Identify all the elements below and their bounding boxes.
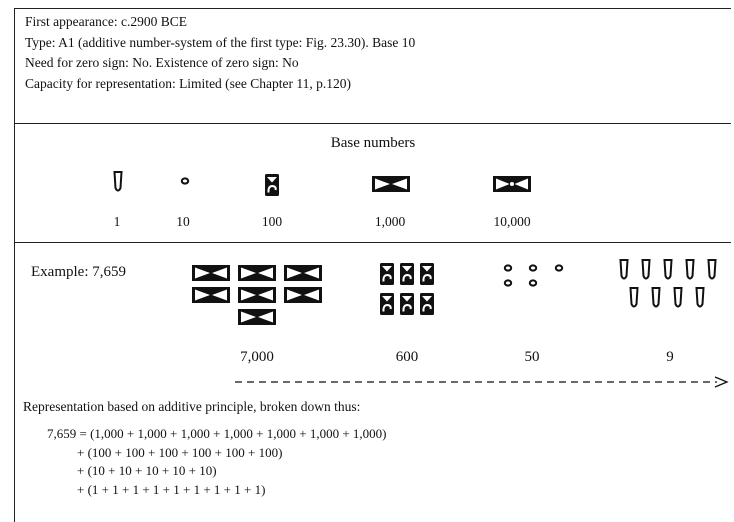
representation-intro: Representation based on additive princip… bbox=[23, 399, 361, 414]
base-value-label: 1 bbox=[113, 214, 121, 229]
breakdown-line: + (1 + 1 + 1 + 1 + 1 + 1 + 1 + 1 + 1) bbox=[77, 481, 266, 497]
system-type-text: Type: A1 (additive number-system of the … bbox=[25, 34, 416, 50]
base-value-label: 10,000 bbox=[493, 214, 531, 229]
ten-sign-icon bbox=[528, 264, 538, 272]
ten-sign-icon bbox=[503, 279, 513, 287]
hundred-sign-icon bbox=[379, 262, 395, 286]
base-value-label: 100 bbox=[261, 214, 283, 229]
breakdown-line: 7,659 = (1,000 + 1,000 + 1,000 + 1,000 +… bbox=[47, 426, 387, 441]
system-info: First appearance: c.2900 BCE Type: A1 (a… bbox=[25, 12, 415, 94]
one-sign-icon bbox=[629, 287, 639, 309]
ten-sign-icon bbox=[528, 279, 538, 287]
zero-sign-text: Need for zero sign: No. Existence of zer… bbox=[25, 55, 299, 70]
thousand-sign-icon bbox=[371, 175, 411, 193]
group-sum-label: 50 bbox=[524, 349, 540, 365]
capacity-text: Capacity for representation: Limited (se… bbox=[25, 75, 352, 91]
group-sum-label: 600 bbox=[395, 349, 419, 365]
one-sign-icon bbox=[641, 259, 651, 281]
base-value-label: 10 bbox=[176, 214, 190, 229]
numeral-system-table: First appearance: c.2900 BCE Type: A1 (a… bbox=[14, 8, 731, 522]
one-sign-icon bbox=[673, 287, 683, 309]
thousand-sign-icon bbox=[283, 264, 323, 282]
thousand-sign-icon bbox=[191, 264, 231, 282]
breakdown-line: + (10 + 10 + 10 + 10 + 10) bbox=[77, 463, 217, 478]
divider bbox=[15, 242, 731, 243]
thousand-sign-icon bbox=[191, 286, 231, 304]
additive-breakdown: 7,659 = (1,000 + 1,000 + 1,000 + 1,000 +… bbox=[47, 425, 386, 499]
one-sign-icon bbox=[651, 287, 661, 309]
ten-sign-icon bbox=[180, 177, 190, 185]
thousand-sign-icon bbox=[237, 264, 277, 282]
hundred-sign-icon bbox=[264, 173, 280, 197]
one-sign-icon bbox=[695, 287, 705, 309]
one-sign-icon bbox=[663, 259, 673, 281]
ten-thousand-sign-icon bbox=[492, 175, 532, 193]
hundred-sign-icon bbox=[399, 292, 415, 316]
breakdown-line: + (100 + 100 + 100 + 100 + 100 + 100) bbox=[77, 444, 283, 460]
group-sum-label: 7,000 bbox=[240, 349, 274, 365]
thousand-sign-icon bbox=[283, 286, 323, 304]
example-label: Example: 7,659 bbox=[31, 264, 126, 280]
first-appearance-text: First appearance: c.2900 BCE bbox=[25, 14, 187, 29]
hundred-sign-icon bbox=[399, 262, 415, 286]
one-sign-icon bbox=[685, 259, 695, 281]
base-numbers-title: Base numbers bbox=[330, 135, 416, 151]
one-sign-icon bbox=[113, 171, 123, 193]
hundred-sign-icon bbox=[379, 292, 395, 316]
hundred-sign-icon bbox=[419, 292, 435, 316]
reading-direction-arrow-icon bbox=[235, 376, 729, 388]
hundred-sign-icon bbox=[419, 262, 435, 286]
one-sign-icon bbox=[707, 259, 717, 281]
divider bbox=[15, 123, 731, 124]
ten-sign-icon bbox=[554, 264, 564, 272]
thousand-sign-icon bbox=[237, 308, 277, 326]
base-value-label: 1,000 bbox=[374, 214, 406, 229]
ten-sign-icon bbox=[503, 264, 513, 272]
thousand-sign-icon bbox=[237, 286, 277, 304]
one-sign-icon bbox=[619, 259, 629, 281]
group-sum-label: 9 bbox=[666, 349, 674, 365]
